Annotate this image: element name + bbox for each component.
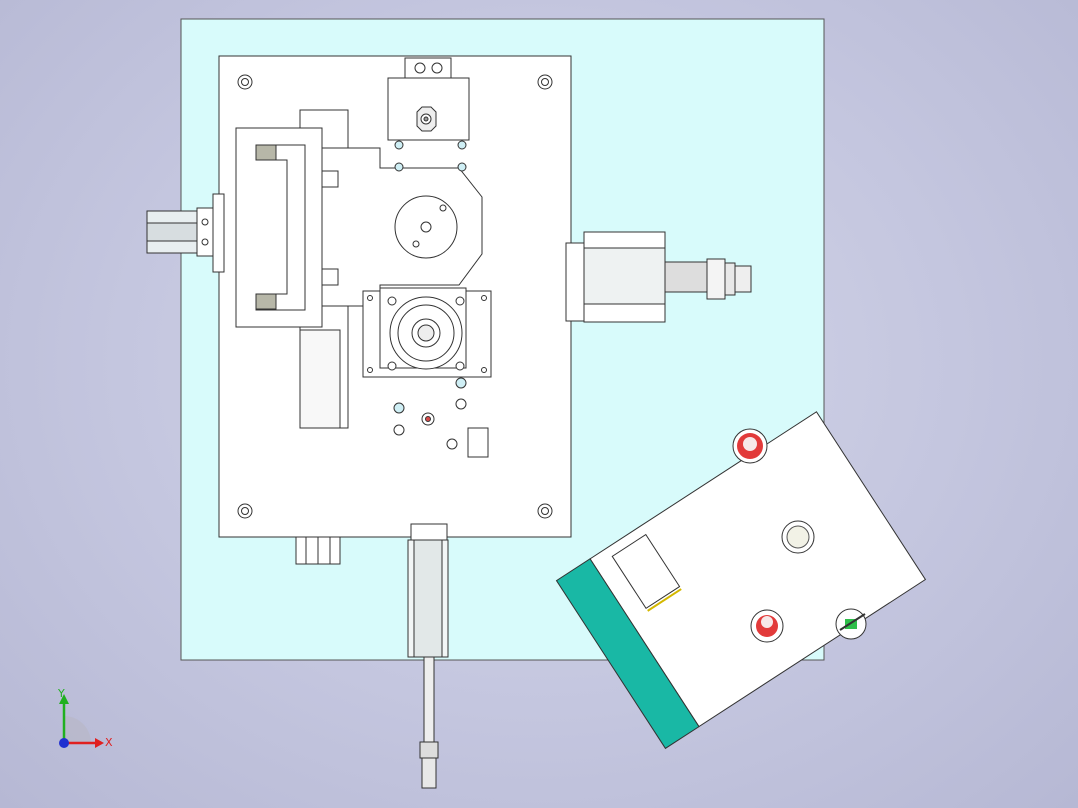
bottom-guide-block: [295, 536, 341, 565]
stop-button[interactable]: [750, 609, 784, 643]
start-button[interactable]: [781, 520, 815, 554]
right-servo-motor: [565, 231, 752, 323]
left-air-cylinder: [146, 193, 225, 273]
rotary-body: [321, 140, 483, 307]
bottom-air-cylinder: [407, 523, 449, 789]
origin-point: [59, 738, 69, 748]
x-axis-label: X: [105, 736, 113, 749]
lower-fittings: [393, 377, 489, 458]
y-axis-label: Y: [57, 688, 65, 700]
axis-triad: Y X: [50, 687, 120, 758]
corner-screws: [237, 74, 553, 519]
motor-mount: [362, 287, 492, 378]
top-fitting-block: [387, 57, 470, 141]
control-box: [555, 411, 927, 750]
selector-switch[interactable]: [835, 608, 867, 640]
emergency-stop-button[interactable]: [732, 428, 768, 464]
